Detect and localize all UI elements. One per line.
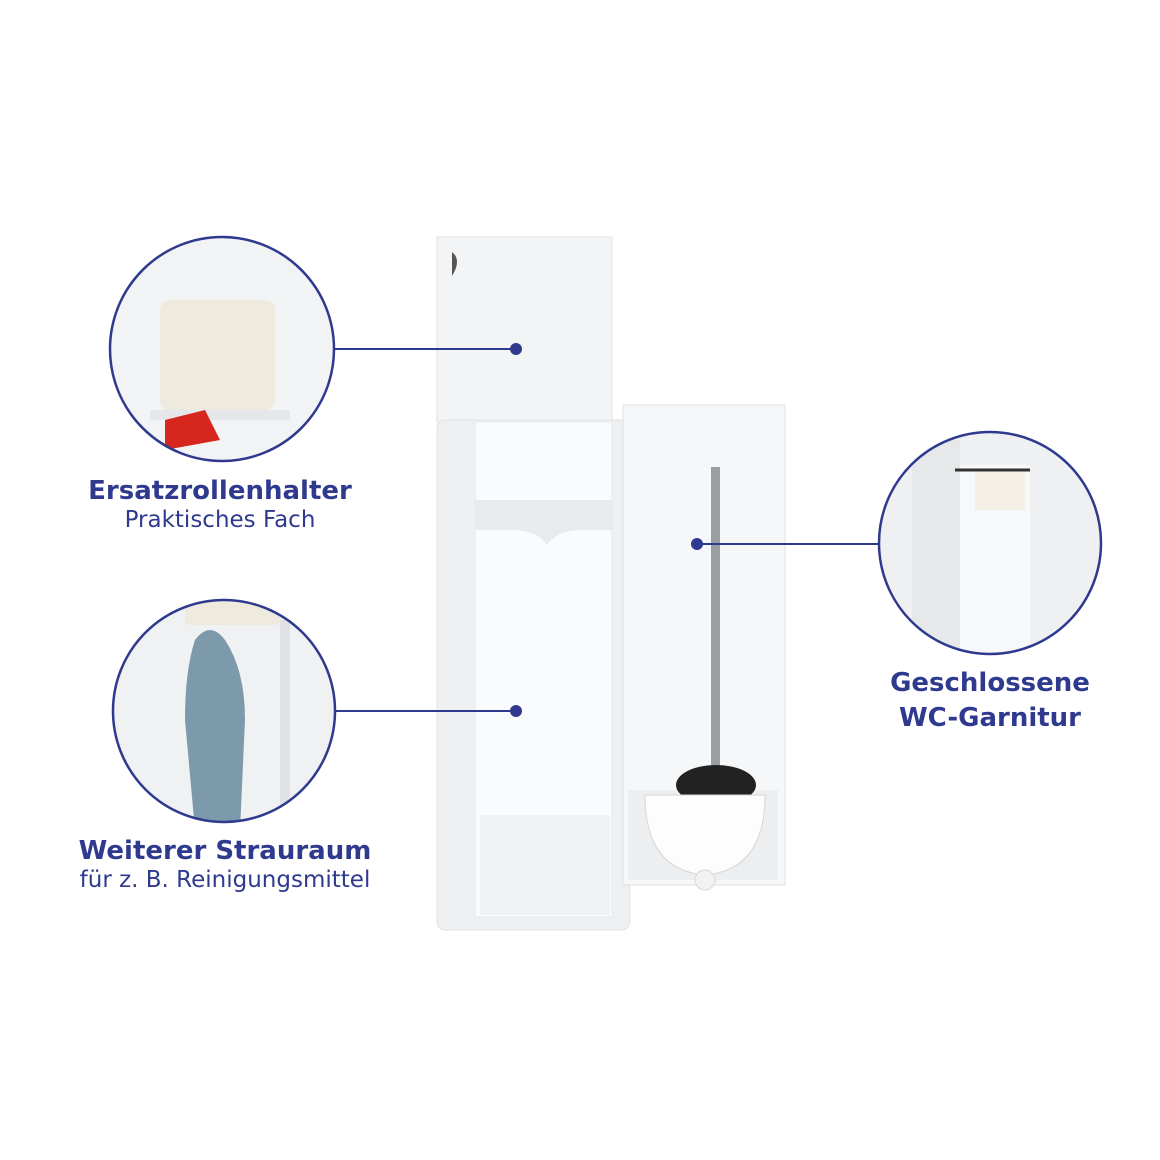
callout-subtitle: für z. B. Reinigungsmittel [79, 867, 371, 894]
toilet-cabinet [436, 236, 786, 931]
detail-circle-brush-holder [879, 432, 1101, 654]
callout-brush-set: Geschlossene WC-Garnitur [860, 668, 1120, 734]
callout-storage: Weiterer Strauraum für z. B. Reinigungsm… [20, 836, 430, 895]
callout-subtitle: Praktisches Fach [124, 507, 316, 534]
callout-title: Geschlossene [890, 668, 1090, 698]
callout-title: Ersatzrollenhalter [88, 476, 352, 506]
callout-roll-holder: Ersatzrollenhalter Praktisches Fach [40, 476, 400, 535]
callout-title: Weiterer Strauraum [78, 836, 372, 866]
detail-circle-roll-holder [110, 237, 334, 461]
callout-subtitle: WC-Garnitur [898, 703, 1082, 734]
callout-lines [335, 343, 878, 717]
detail-circle-storage [113, 600, 335, 822]
